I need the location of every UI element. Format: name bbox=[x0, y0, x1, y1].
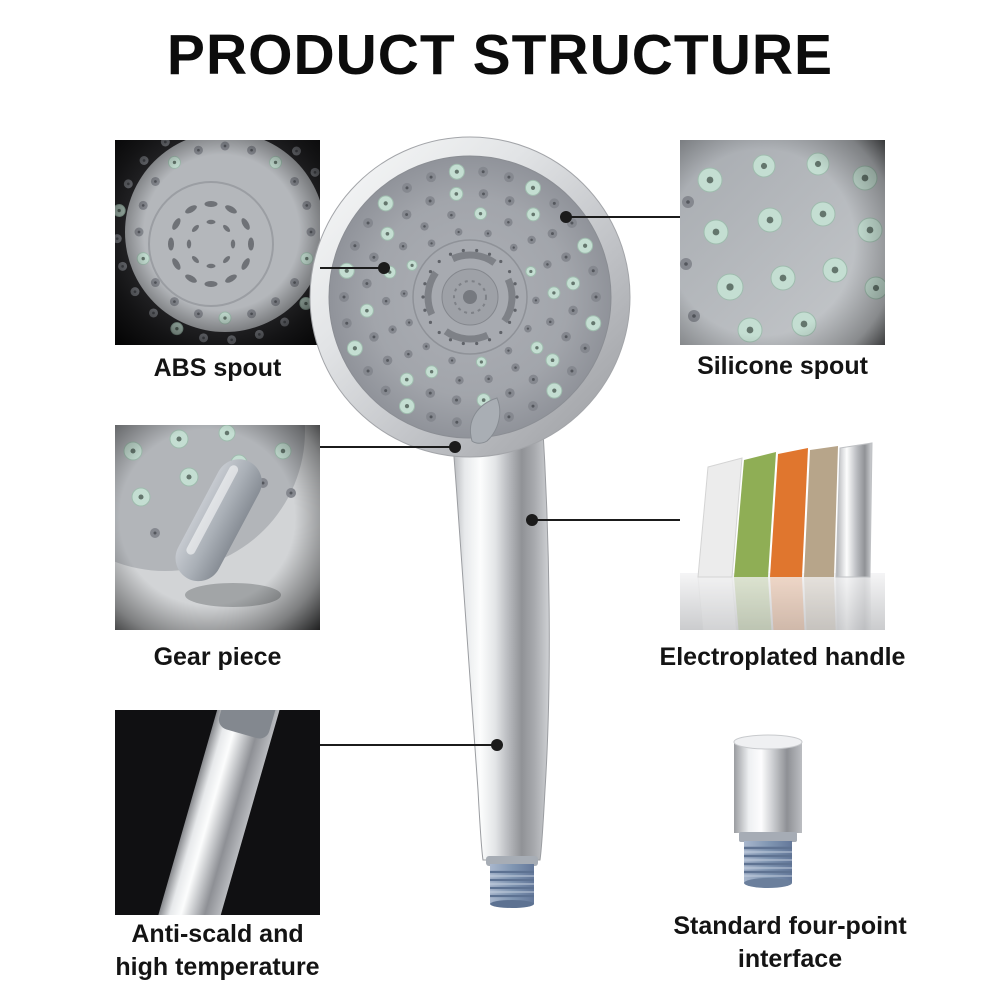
callout-dot-silicone-spout bbox=[560, 211, 572, 223]
connector-threads bbox=[744, 841, 792, 888]
silicone-spout-closeup bbox=[680, 140, 885, 345]
strips-reflection bbox=[697, 576, 873, 630]
strip-chrome bbox=[835, 442, 873, 578]
connector-top bbox=[733, 734, 803, 750]
label-anti-scald: Anti-scald and high temperature bbox=[115, 920, 320, 981]
plating-strips bbox=[697, 442, 873, 578]
nozzle-pattern bbox=[338, 163, 602, 431]
shower-head-face bbox=[328, 155, 612, 439]
handle-bottom-connector bbox=[486, 856, 538, 908]
photo-four-point-interface bbox=[722, 733, 814, 891]
handle-connector bbox=[218, 710, 281, 739]
label-abs-spout: ABS spout bbox=[153, 354, 282, 382]
plating-layers-illustration bbox=[680, 425, 885, 630]
photo-gear-piece bbox=[115, 425, 320, 630]
label-four-point-interface: Standard four-point interface bbox=[673, 912, 907, 973]
callout-dot-anti-scald bbox=[491, 739, 503, 751]
connector-collar bbox=[739, 832, 797, 842]
gear-tab bbox=[470, 397, 501, 444]
strip-orange bbox=[770, 448, 808, 577]
chrome-handle bbox=[157, 710, 281, 915]
abs-spout-closeup bbox=[115, 140, 320, 345]
callout-dot-abs-spout bbox=[378, 262, 390, 274]
label-gear-piece: Gear piece bbox=[153, 643, 282, 671]
gear-piece-closeup bbox=[115, 425, 320, 630]
photo-anti-scald-handle bbox=[115, 710, 320, 915]
photo-silicone-spout bbox=[680, 140, 885, 345]
handle-closeup bbox=[115, 710, 320, 915]
gear-shadow bbox=[185, 583, 281, 607]
photo-electroplated-handle bbox=[680, 425, 885, 630]
callout-dots bbox=[378, 211, 572, 751]
connector-body bbox=[734, 741, 802, 833]
strip-tan bbox=[804, 446, 838, 577]
label-silicone-spout: Silicone spout bbox=[697, 352, 868, 380]
shower-handle bbox=[450, 413, 550, 861]
label-electroplated-handle: Electroplated handle bbox=[659, 643, 906, 671]
callout-dot-gear-piece bbox=[449, 441, 461, 453]
photo-abs-spout bbox=[115, 140, 320, 345]
center-selector bbox=[412, 239, 528, 355]
shower-head-rim bbox=[309, 136, 631, 458]
threaded-connector bbox=[733, 734, 803, 888]
strip-green bbox=[734, 452, 776, 577]
callout-dot-electroplated-handle bbox=[526, 514, 538, 526]
page-title: PRODUCT STRUCTURE bbox=[166, 23, 834, 87]
callout-lines bbox=[320, 216, 680, 746]
